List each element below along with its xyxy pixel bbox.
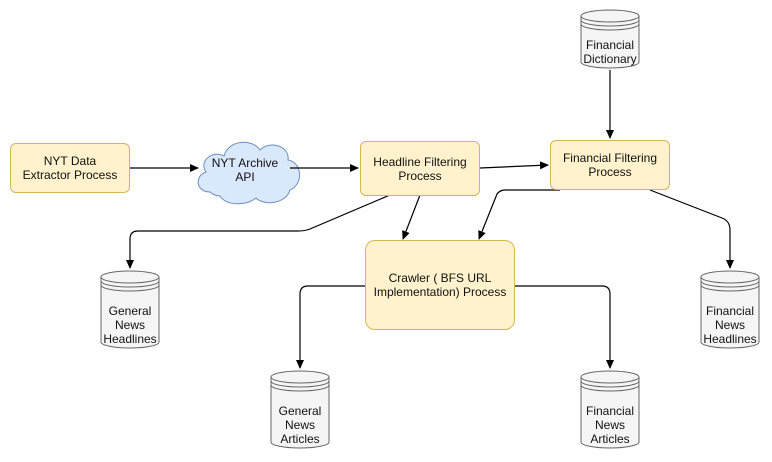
general-news-headlines-label: General News Headlines [98,304,162,346]
edge-crawler-to-general-articles [296,285,365,369]
edge-financial-filter-to-financial-headlines [649,189,734,269]
node-label-line: Extractor Process [22,168,118,182]
node-label-line: General [108,304,152,318]
node-label-line: Implementation) Process [373,285,507,299]
nyt-archive-api-cloud [197,141,300,205]
edge-crawler-to-financial-articles [515,285,614,369]
crawler-process: Crawler ( BFS URL Implementation) Proces… [365,240,515,330]
headline-filtering-process: Headline Filtering Process [360,141,480,196]
node-label-line: Dictionary [583,52,637,66]
general-news-articles-label: General News Articles [268,404,332,446]
financial-dictionary-label: Financial Dictionary [581,38,639,66]
node-label-line: Process [588,165,632,179]
node-label-line: News [714,318,745,332]
financial-news-headlines-store [700,270,760,349]
node-label-line: General [278,404,322,418]
node-label-line: NYT Archive [211,156,279,170]
node-label-line: Headlines [103,332,157,346]
node-label-line: News [284,418,315,432]
node-label-line: Articles [590,432,630,446]
node-label-line: Financial [585,404,635,418]
financial-news-articles-store [580,370,640,449]
node-label-line: News [594,418,625,432]
financial-news-articles-label: Financial News Articles [578,404,642,446]
edge-headline-to-crawler [402,194,421,240]
general-news-headlines-store [100,270,160,349]
node-label-line: Financial [585,38,635,52]
general-news-articles-store [270,370,330,449]
node-label-line: Crawler ( BFS URL [388,271,492,285]
financial-news-headlines-label: Financial News Headlines [698,304,762,346]
node-label-line: NYT Data [43,154,97,168]
node-label-line: Headline Filtering [373,154,467,169]
nyt-data-extractor-process: NYT Data Extractor Process [10,143,130,193]
edge-financial-filter-to-crawler [478,189,560,240]
financial-dictionary-store [580,9,640,69]
node-label-line: News [114,318,145,332]
node-label-line: Financial Filtering [562,151,658,165]
node-label-line: Headlines [703,332,757,346]
node-label-line: Financial [705,304,755,318]
node-label-line: Process [398,168,442,183]
edge-headline-to-financial-filter [479,161,549,170]
node-label-line: Articles [280,432,320,446]
edge-headline-to-general-headlines [126,194,391,269]
node-label-line: API [235,170,255,184]
financial-filtering-process: Financial Filtering Process [550,140,670,190]
nyt-archive-api-label: NYT Archive API [205,156,285,184]
